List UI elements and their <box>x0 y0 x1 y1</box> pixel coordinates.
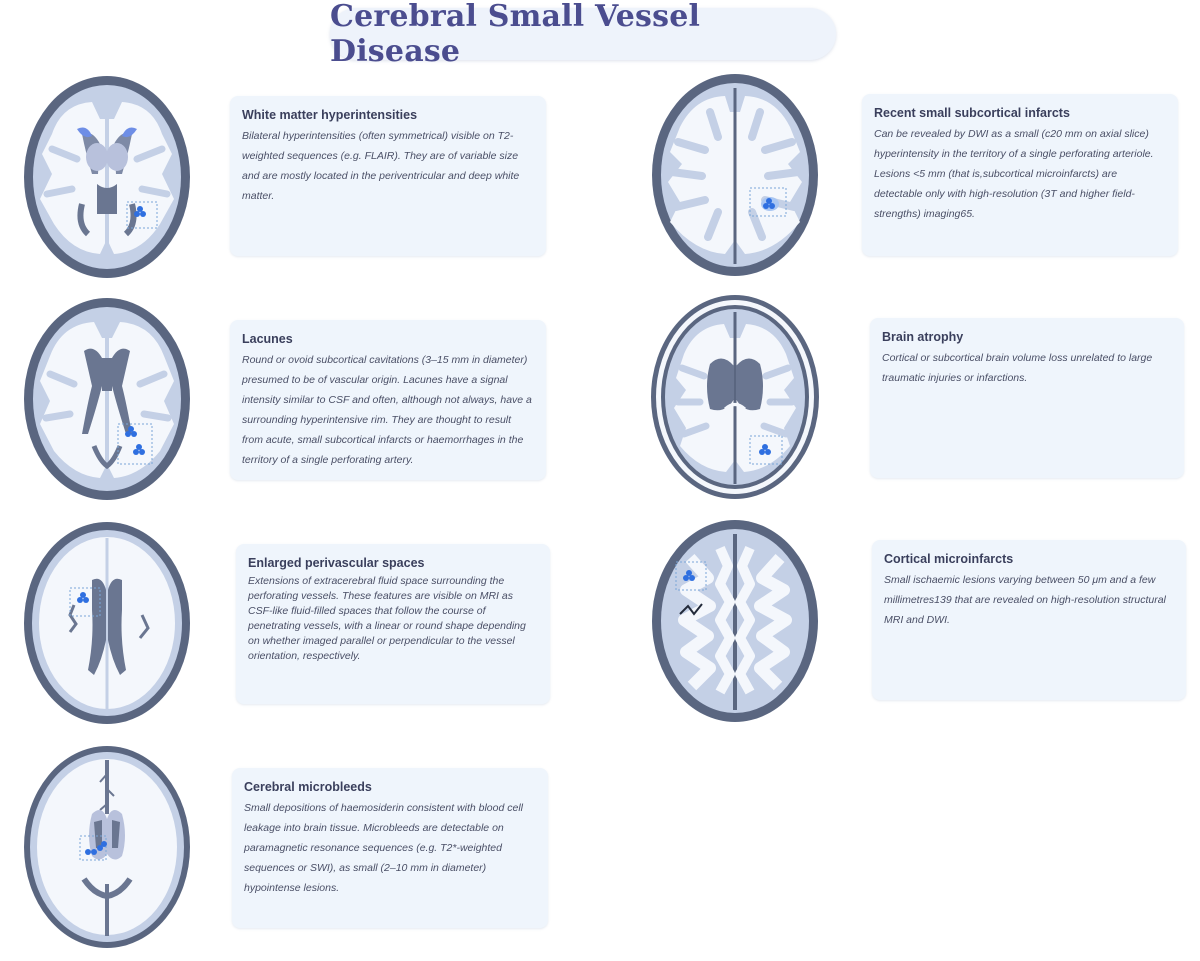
card-body: Cortical or subcortical brain volume los… <box>882 352 1153 384</box>
card-heading: Enlarged perivascular spaces <box>248 556 425 570</box>
card-enlarged-perivascular-spaces: Enlarged perivascular spaces Extensions … <box>236 544 550 704</box>
brain-scan-lacunes <box>24 298 190 500</box>
card-cerebral-microbleeds: Cerebral microbleeds Small depositions o… <box>232 768 548 928</box>
brain-scan-atrophy <box>651 295 819 499</box>
card-body: Round or ovoid subcortical cavitations (… <box>242 354 532 466</box>
card-body: Can be revealed by DWI as a small (c20 m… <box>874 128 1154 220</box>
brain-scan-subcortical-infarcts <box>652 74 818 276</box>
card-body: Bilateral hyperintensities (often symmet… <box>242 130 520 202</box>
brain-scan-cortical-microinfarcts <box>652 520 818 722</box>
brain-scan-wmh <box>24 76 190 278</box>
card-heading: White matter hyperintensities <box>242 108 418 122</box>
card-heading: Brain atrophy <box>882 330 964 344</box>
card-white-matter-hyperintensities: White matter hyperintensities Bilateral … <box>230 96 546 256</box>
card-cortical-microinfarcts: Cortical microinfarcts Small ischaemic l… <box>872 540 1186 700</box>
card-heading: Lacunes <box>242 332 293 346</box>
card-body: Small depositions of haemosiderin consis… <box>244 802 523 894</box>
brain-scan-microbleeds <box>24 746 190 948</box>
card-brain-atrophy: Brain atrophy Cortical or subcortical br… <box>870 318 1184 478</box>
title-banner: Cerebral Small Vessel Disease <box>330 0 836 69</box>
card-recent-small-subcortical-infarcts: Recent small subcortical infarcts Can be… <box>862 94 1178 256</box>
page-title: Cerebral Small Vessel Disease <box>330 0 701 69</box>
card-body: Small ischaemic lesions varying between … <box>884 574 1166 626</box>
card-heading: Cortical microinfarcts <box>884 552 1014 566</box>
card-body: Extensions of extracerebral fluid space … <box>248 575 526 662</box>
card-heading: Cerebral microbleeds <box>244 780 372 794</box>
card-lacunes: Lacunes Round or ovoid subcortical cavit… <box>230 320 546 480</box>
card-heading: Recent small subcortical infarcts <box>874 106 1070 120</box>
brain-scan-perivascular <box>24 522 190 724</box>
